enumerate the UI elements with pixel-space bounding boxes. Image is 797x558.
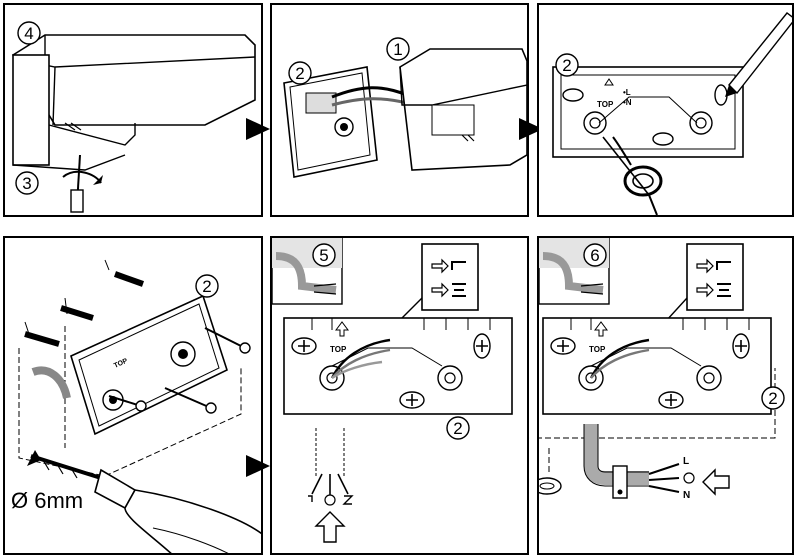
callout-3: 3 xyxy=(22,174,31,193)
step-panel-disconnect: 2 1 xyxy=(270,3,529,217)
step-panel-knockout: TOP •L •N 2 xyxy=(537,3,794,217)
callout-5-circle xyxy=(312,243,336,267)
callout-2-circle xyxy=(195,274,219,298)
n-mark: •N xyxy=(623,98,632,107)
l-mark: •L xyxy=(623,88,631,97)
callout-2-circle xyxy=(761,386,785,410)
step-panel-wiring-surface: 6 TOP L xyxy=(537,236,794,555)
step-arrow-icon xyxy=(246,118,270,140)
step-panel-remove-cover: 4 3 xyxy=(3,3,263,217)
wire-n-label: N xyxy=(683,490,690,501)
top-label: TOP xyxy=(597,100,614,109)
callout-4-circle xyxy=(17,21,41,45)
drill-size-label: Ø 6mm xyxy=(11,488,83,513)
callout-6: 6 xyxy=(590,246,599,265)
step-arrow-icon xyxy=(246,455,270,477)
top-label: TOP xyxy=(589,345,606,354)
callout-1: 1 xyxy=(393,40,402,59)
callout-6-circle xyxy=(583,243,607,267)
callout-2: 2 xyxy=(768,389,777,408)
disconnect-illustration: 2 1 xyxy=(283,37,527,178)
callout-2: 2 xyxy=(562,56,571,75)
callout-2: 2 xyxy=(202,277,211,296)
callout-2-circle xyxy=(446,416,470,440)
top-label: TOP xyxy=(330,345,347,354)
callout-4: 4 xyxy=(24,24,33,43)
step-panel-wiring-flush: 5 TOP 2 xyxy=(270,236,529,555)
surface-wiring-illustration: 6 TOP L xyxy=(539,238,785,501)
flush-wiring-illustration: 5 TOP 2 xyxy=(272,238,513,543)
callout-1-circle xyxy=(386,37,410,61)
callout-2: 2 xyxy=(453,419,462,438)
knockout-illustration: TOP •L •N 2 xyxy=(552,12,792,215)
wall-mounting-illustration: TOP Ø 6mm 2 xyxy=(11,259,261,553)
step-panel-wall-mounting: TOP Ø 6mm 2 xyxy=(3,236,263,555)
callout-2: 2 xyxy=(295,64,304,83)
wire-l-label: L xyxy=(683,456,689,467)
callout-3-circle xyxy=(15,171,39,195)
cover-removal-illustration: 4 3 xyxy=(11,21,256,213)
callout-2-circle xyxy=(555,53,579,77)
callout-5: 5 xyxy=(319,246,328,265)
callout-2-circle xyxy=(288,61,312,85)
